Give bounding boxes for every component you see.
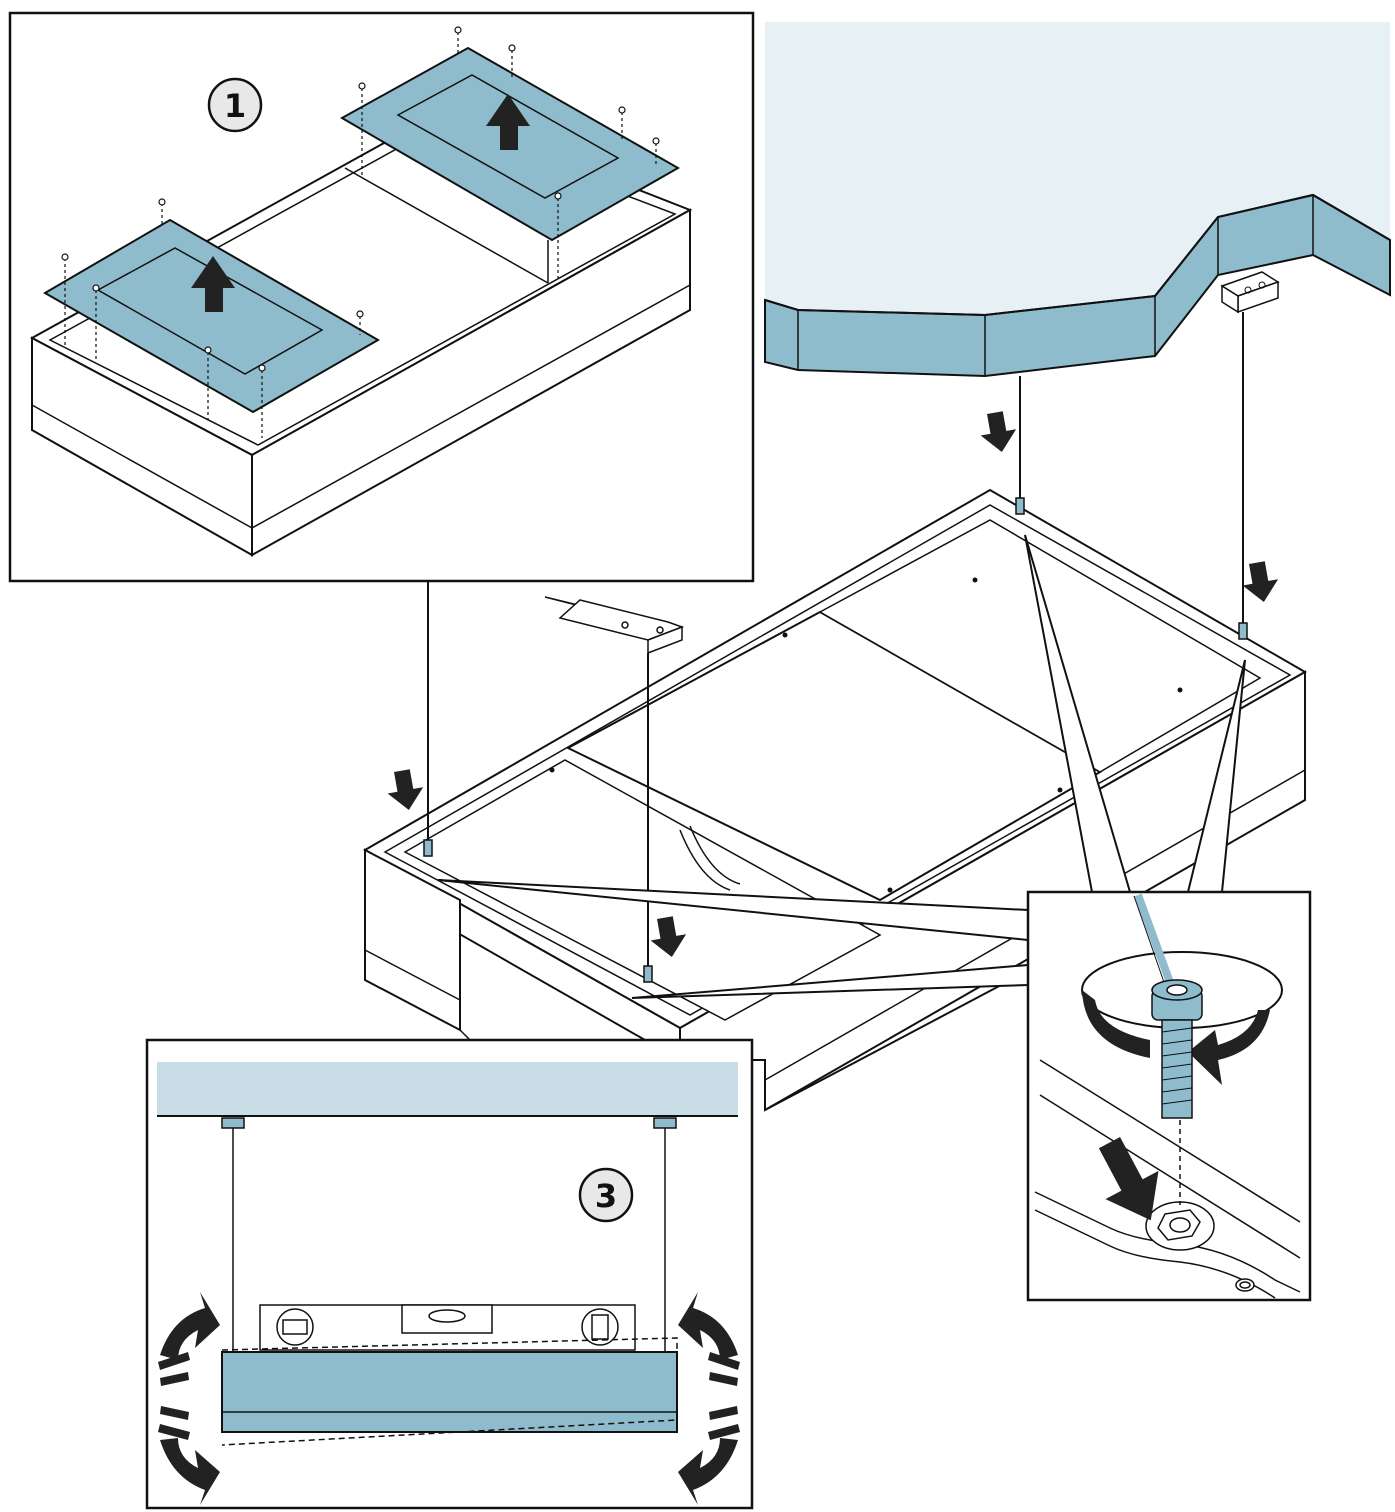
rotate-icon [158, 1292, 220, 1505]
arrow-down-icon [1098, 1136, 1159, 1221]
rotate-icon [678, 1292, 740, 1505]
filter-panel-left [43, 218, 381, 414]
ceiling [764, 22, 1391, 378]
step-badge-3: 3 [578, 1167, 634, 1223]
arrow-down-icon [387, 769, 424, 811]
ceiling-bracket [1220, 271, 1280, 314]
hanging-rods [427, 312, 1244, 968]
ceiling-strip [157, 1062, 738, 1116]
hood-body-level [221, 1337, 678, 1446]
arrow-down-icon [980, 411, 1017, 453]
screws [61, 26, 660, 438]
arrow-down-icon [1242, 561, 1279, 603]
arrow-up-icon [486, 94, 530, 150]
callout-lines [437, 534, 1246, 999]
arrow-up-icon [191, 256, 235, 312]
step1-inset: 1 [8, 11, 755, 583]
rod-screws [423, 497, 1248, 983]
threaded-nut [1145, 1201, 1255, 1292]
wall-bracket [544, 596, 685, 655]
screw-icon [1133, 893, 1203, 1205]
down-arrows [387, 411, 1279, 958]
step-number: 3 [595, 1177, 617, 1215]
filter-panel-right [339, 46, 681, 242]
screw-detail-inset [1026, 890, 1312, 1302]
ceiling-surface [765, 22, 1390, 315]
step-badge-1: 1 [207, 77, 263, 133]
step-number: 1 [224, 87, 246, 125]
step3-inset: 3 [145, 1038, 754, 1510]
spirit-level-icon [259, 1304, 636, 1351]
arrow-down-icon [650, 916, 687, 958]
